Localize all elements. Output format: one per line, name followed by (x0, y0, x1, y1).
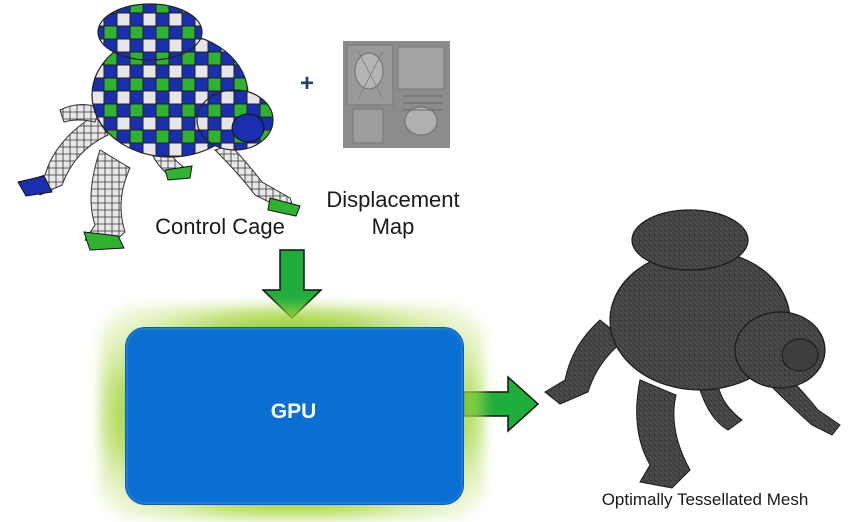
control-cage-label: Control Cage (155, 214, 285, 239)
displacement-map-label-line2: Map (371, 214, 415, 239)
tessellated-mesh-model-icon (544, 209, 841, 489)
displacement-map-texture-icon (343, 41, 450, 148)
result-mesh-label: Optimally Tessellated Mesh (601, 490, 809, 509)
plus-sign: + (300, 70, 315, 97)
gpu-label: GPU (270, 400, 317, 423)
displacement-map-label-line1: Displacement (326, 187, 460, 212)
arrow-down-icon (261, 249, 323, 320)
gpu-box (125, 327, 464, 505)
control-cage-model-icon (17, 3, 301, 251)
